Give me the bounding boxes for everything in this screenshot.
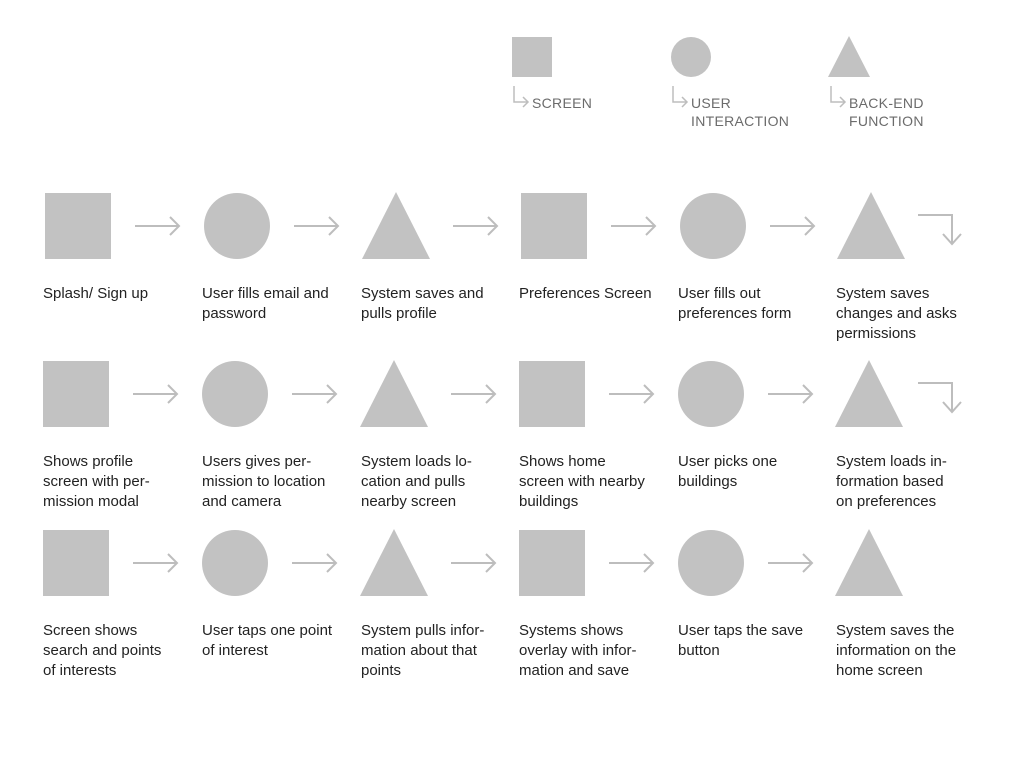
legend-triangle-connector-head xyxy=(839,96,847,108)
step-r3c6-triangle xyxy=(835,529,903,596)
step-r1c5-circle xyxy=(680,193,746,259)
step-r2c6-triangle xyxy=(835,360,903,427)
step-r3c1-square xyxy=(43,530,109,596)
step-r2c1-square xyxy=(43,361,109,427)
arrow-r1c1-head xyxy=(169,216,181,236)
step-label-r1c6: System saves changes and asks permission… xyxy=(836,285,957,342)
legend-circle-circle xyxy=(671,37,711,77)
legend-circle-connector-head xyxy=(681,96,689,108)
step-r2c2-circle xyxy=(202,361,268,427)
arrow-r2c3-head xyxy=(485,384,497,404)
arrow-r3c4-head xyxy=(643,553,655,573)
step-label-r3c5: User taps the save button xyxy=(678,622,804,659)
step-r3c4-square xyxy=(519,530,585,596)
step-label-r1c4: Preferences Screen xyxy=(519,285,652,302)
wrap-arrow-r2-head xyxy=(942,401,962,414)
step-r3c3-triangle xyxy=(360,529,428,596)
step-label-r3c2: User taps one point of interest xyxy=(202,622,333,659)
arrow-r3c1-head xyxy=(167,553,179,573)
step-label-r3c4: Systems shows overlay with infor- mation… xyxy=(519,622,637,679)
step-r3c5-circle xyxy=(678,530,744,596)
arrow-r1c3-head xyxy=(487,216,499,236)
step-r2c5-circle xyxy=(678,361,744,427)
step-label-r3c6: System saves the information on the home… xyxy=(836,622,957,679)
arrow-r3c5-head xyxy=(802,553,814,573)
legend-square-connector xyxy=(513,86,528,103)
arrow-r3c2-head xyxy=(326,553,338,573)
arrow-r1c4-head xyxy=(645,216,657,236)
wrap-arrow-r1-head xyxy=(942,233,962,246)
step-label-r3c1: Screen shows search and points of intere… xyxy=(43,622,162,679)
legend-square-connector-head xyxy=(522,96,530,108)
legend-triangle-triangle xyxy=(828,36,870,77)
arrow-r3c3-head xyxy=(485,553,497,573)
arrow-r2c2-head xyxy=(326,384,338,404)
step-label-r1c1: Splash/ Sign up xyxy=(43,285,149,302)
arrow-r2c1-head xyxy=(167,384,179,404)
legend-label-square: SCREEN xyxy=(532,95,593,111)
arrow-r1c5-head xyxy=(804,216,816,236)
step-r1c4-square xyxy=(521,193,587,259)
legend-square-square xyxy=(512,37,552,77)
step-label-r2c6: System loads in- formation based on pref… xyxy=(836,453,947,510)
step-label-r2c5: User picks one buildings xyxy=(678,453,778,490)
step-r1c6-triangle xyxy=(837,192,905,259)
arrow-r1c2-head xyxy=(328,216,340,236)
step-label-r1c2: User fills email and password xyxy=(202,285,329,322)
step-label-r1c5: User fills out preferences form xyxy=(678,285,792,322)
step-r3c2-circle xyxy=(202,530,268,596)
step-label-r2c2: Users gives per- mission to location and… xyxy=(202,453,326,510)
wrap-arrow-r1-line xyxy=(918,214,953,243)
legend-circle-connector xyxy=(672,86,687,103)
arrow-r2c4-head xyxy=(643,384,655,404)
step-r2c3-triangle xyxy=(360,360,428,427)
step-label-r2c4: Shows home screen with nearby buildings xyxy=(519,453,645,510)
arrow-r2c5-head xyxy=(802,384,814,404)
step-r1c2-circle xyxy=(204,193,270,259)
step-r1c1-square xyxy=(45,193,111,259)
legend-label-circle: USER INTERACTION xyxy=(691,95,790,129)
wrap-arrow-r2-line xyxy=(918,382,953,411)
step-label-r3c3: System pulls infor- mation about that po… xyxy=(361,622,485,679)
step-label-r1c3: System saves and pulls profile xyxy=(361,285,484,322)
step-label-r2c3: System loads lo- cation and pulls nearby… xyxy=(361,453,472,510)
step-r2c4-square xyxy=(519,361,585,427)
legend-label-triangle: BACK-END FUNCTION xyxy=(849,95,924,129)
legend-triangle-connector xyxy=(830,86,845,103)
step-label-r2c1: Shows profile screen with per- mission m… xyxy=(43,453,150,510)
step-r1c3-triangle xyxy=(362,192,430,259)
